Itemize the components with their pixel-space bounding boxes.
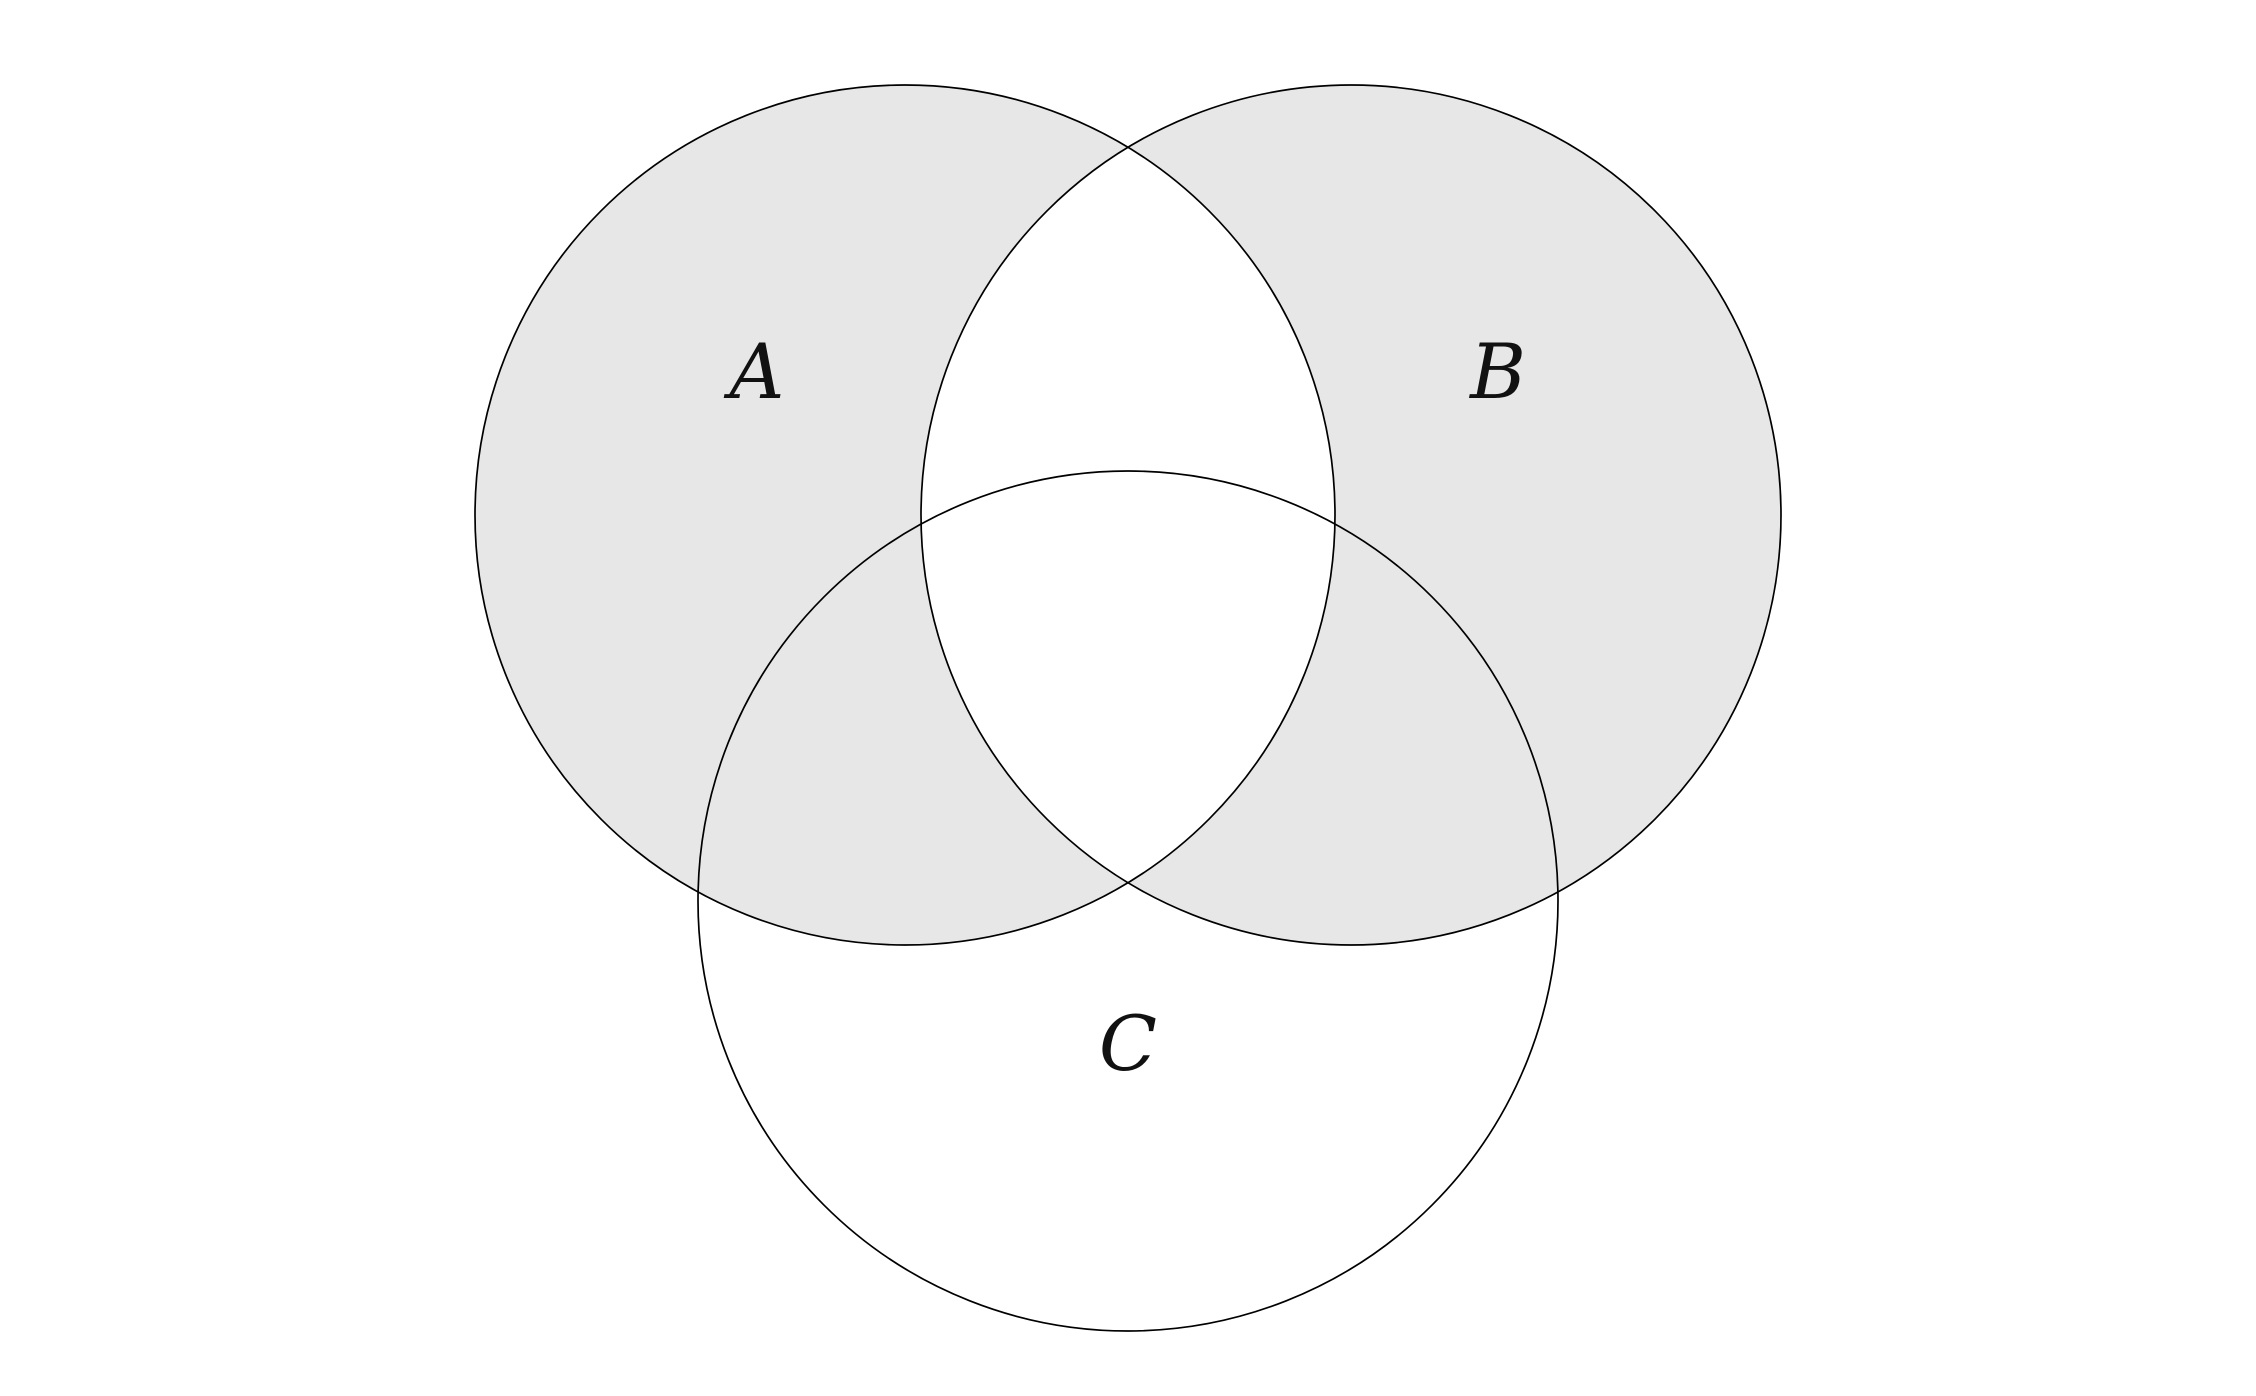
set-label-a: A	[724, 327, 785, 416]
set-label-c: C	[1099, 999, 1157, 1088]
circle-c-outline	[697, 470, 1559, 1332]
set-label-b: B	[1468, 327, 1526, 416]
circle-a-outline	[474, 84, 1336, 946]
circle-b-outline	[920, 84, 1782, 946]
shaded-region-a-xor-b	[475, 85, 1781, 945]
